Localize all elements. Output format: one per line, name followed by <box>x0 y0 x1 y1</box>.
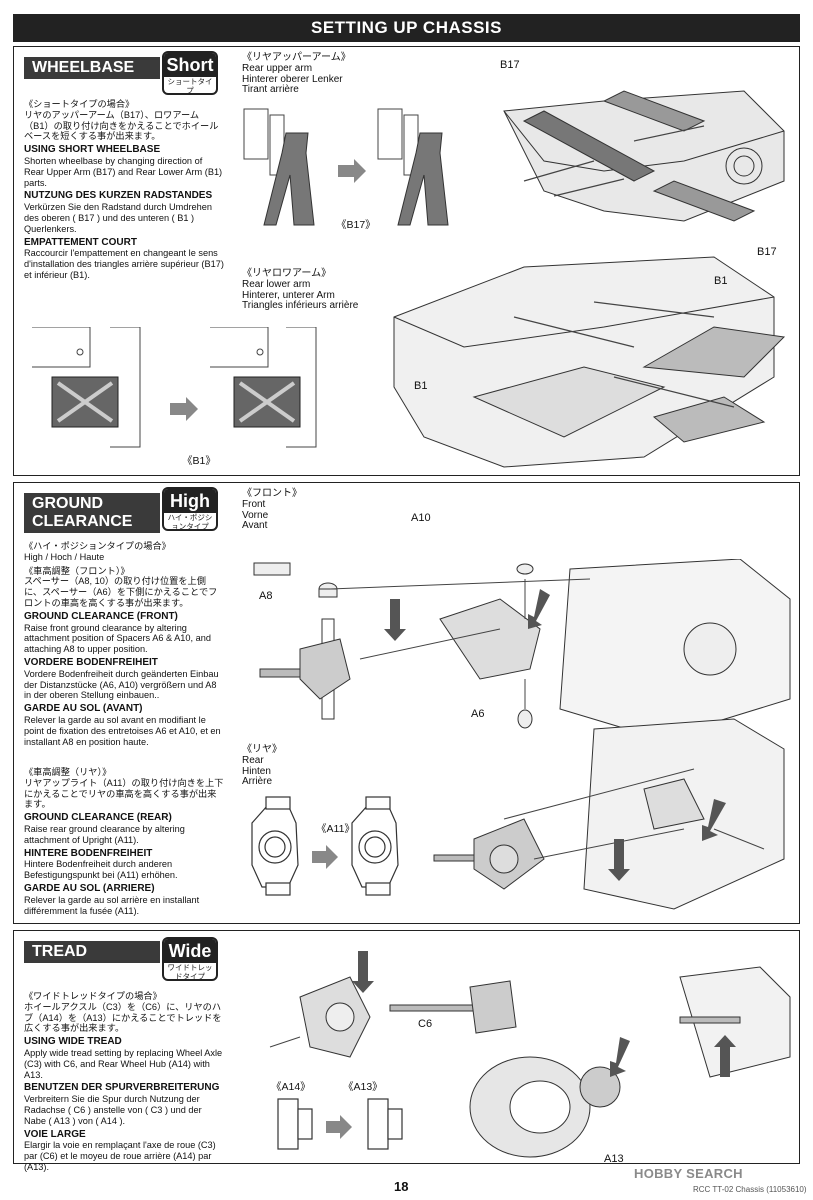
b17-top-label: B17 <box>500 59 520 71</box>
a11-part-label: 《A11》 <box>316 823 355 835</box>
ground-rear-text: 《車高調整（リヤ）》 リヤアップライト（A11）の取り付け向きを上下にかえること… <box>24 767 224 916</box>
b17-bottom-label: B17 <box>757 246 777 258</box>
rear-lower-assembly-diagram <box>393 256 786 468</box>
rear-upright-assembly-diagram <box>433 718 785 910</box>
ground-clearance-title: GROUND CLEARANCE <box>24 493 160 533</box>
manual-code: RCC TT-02 Chassis (11053610) <box>693 1185 807 1194</box>
a11-upright-diagram <box>251 796 399 896</box>
fr-body: Raccourcir l'empattement en changeant le… <box>24 248 224 280</box>
wheelbase-panel: WHEELBASE Short ショートタイプ 《ショートタイプの場合》 リヤの… <box>13 46 800 476</box>
short-badge-sub: ショートタイプ <box>167 77 213 95</box>
a10-label: A10 <box>411 512 431 524</box>
wheelbase-text: 《ショートタイプの場合》 リヤのアッパーアーム（B17）、ロワアーム（B1）の取… <box>24 99 224 281</box>
de-heading: NUTZUNG DES KURZEN RADSTANDES <box>24 190 213 202</box>
jp-heading: 《ショートタイプの場合》 <box>24 99 135 109</box>
en-body: Shorten wheelbase by changing direction … <box>24 155 223 188</box>
hobby-search-watermark: HOBBY SEARCH <box>634 1166 743 1181</box>
b1-part-label: 《B1》 <box>182 455 216 467</box>
a13-label: A13 <box>604 1153 624 1165</box>
tread-panel: TREAD Wide ワイドトレッドタイプ 《ワイドトレッドタイプの場合》 ホイ… <box>13 930 800 1172</box>
jp-body: リヤのアッパーアーム（B17）、ロワアーム（B1）の取り付け向きをかえることでホ… <box>24 109 219 142</box>
rear-upper-arm-caption: 《リヤアッパーアーム》 Rear upper arm Hinterer ober… <box>242 52 351 96</box>
ground-clearance-panel: GROUND CLEARANCE High ハイ・ポジションタイプ 《ハイ・ポジ… <box>13 482 800 924</box>
short-badge: Short ショートタイプ <box>162 51 218 95</box>
b17-arm-diagram <box>243 108 449 226</box>
page-header: SETTING UP CHASSIS <box>13 14 800 42</box>
fr-heading: EMPATTEMENT COURT <box>24 236 137 248</box>
a13-part-label: 《A13》 <box>343 1081 383 1093</box>
tread-title: TREAD <box>24 941 160 963</box>
en-heading: USING SHORT WHEELBASE <box>24 144 161 156</box>
high-badge-label: High <box>164 489 216 513</box>
wide-badge: Wide ワイドトレッドタイプ <box>162 937 218 981</box>
rear-caption: 《リヤ》 Rear Hinten Arrière <box>242 744 282 788</box>
tread-text: 《ワイドトレッドタイプの場合》 ホイールアクスル（C3）を（C6）に、リヤのハブ… <box>24 991 223 1172</box>
wide-badge-sub: ワイドトレッドタイプ <box>167 963 213 981</box>
a6-label: A6 <box>471 708 485 720</box>
rear-upper-assembly-diagram <box>503 90 785 222</box>
wheel-axle-diagram <box>269 951 791 1158</box>
front-caption: 《フロント》 Front Vorne Avant <box>242 488 302 532</box>
high-badge-sub: ハイ・ポジションタイプ <box>167 513 213 531</box>
short-badge-label: Short <box>164 53 216 77</box>
wheelbase-title: WHEELBASE <box>24 57 160 79</box>
c6-label: C6 <box>418 1018 433 1030</box>
a8-label: A8 <box>259 590 273 602</box>
b1-top-label: B1 <box>714 275 728 287</box>
de-body: Verkürzen Sie den Radstand durch Umdrehe… <box>24 202 212 234</box>
high-badge: High ハイ・ポジションタイプ <box>162 487 218 531</box>
b1-left-label: B1 <box>414 380 428 392</box>
a14-part-label: 《A14》 <box>271 1081 311 1093</box>
wide-badge-label: Wide <box>164 939 216 963</box>
b17-part-label: 《B17》 <box>336 219 376 231</box>
page-number: 18 <box>394 1179 409 1194</box>
rear-lower-arm-caption: 《リヤロワアーム》 Rear lower arm Hinterer, unter… <box>242 268 359 312</box>
ground-front-text: 《ハイ・ポジションタイプの場合》 High / Hoch / Haute 《車高… <box>24 541 221 747</box>
b1-arm-diagram <box>32 327 317 448</box>
front-upright-diagram <box>253 559 791 740</box>
hub-swap-diagram <box>277 1098 403 1150</box>
